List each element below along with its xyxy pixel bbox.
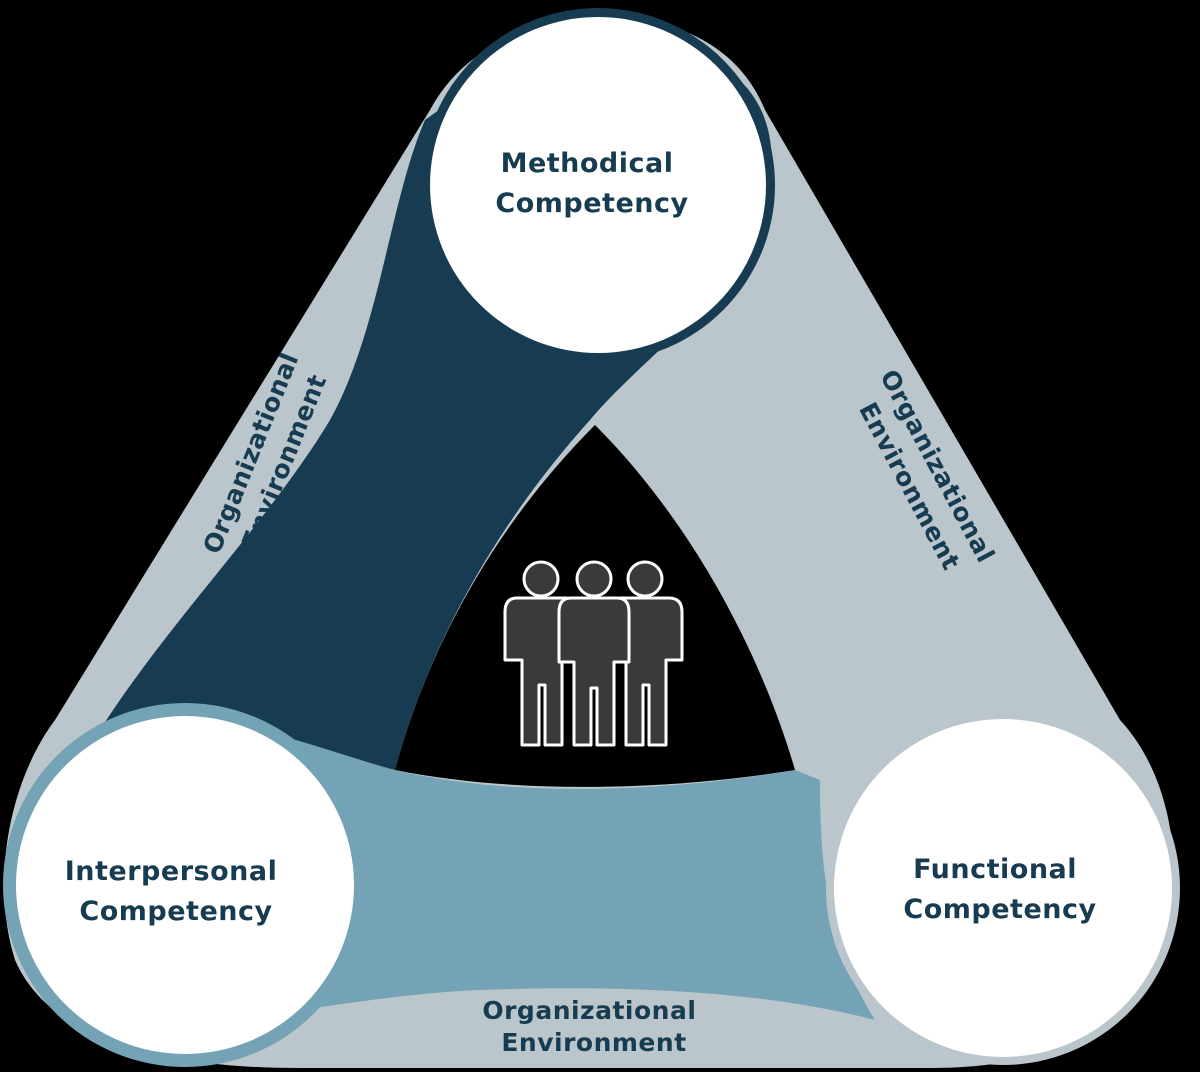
methodical-circle xyxy=(430,17,766,353)
group-of-three-people-icon xyxy=(503,560,684,747)
person-icon xyxy=(557,560,631,747)
interpersonal-circle xyxy=(16,716,354,1054)
functional-circle xyxy=(834,719,1172,1057)
person-icon xyxy=(503,560,574,747)
methodical-label: Methodical Competency xyxy=(495,148,688,219)
functional-label: Functional Competency xyxy=(903,854,1096,925)
interpersonal-label: Interpersonal Competency xyxy=(65,856,287,927)
environment-bottom-label: Organizational Environment xyxy=(482,996,705,1057)
